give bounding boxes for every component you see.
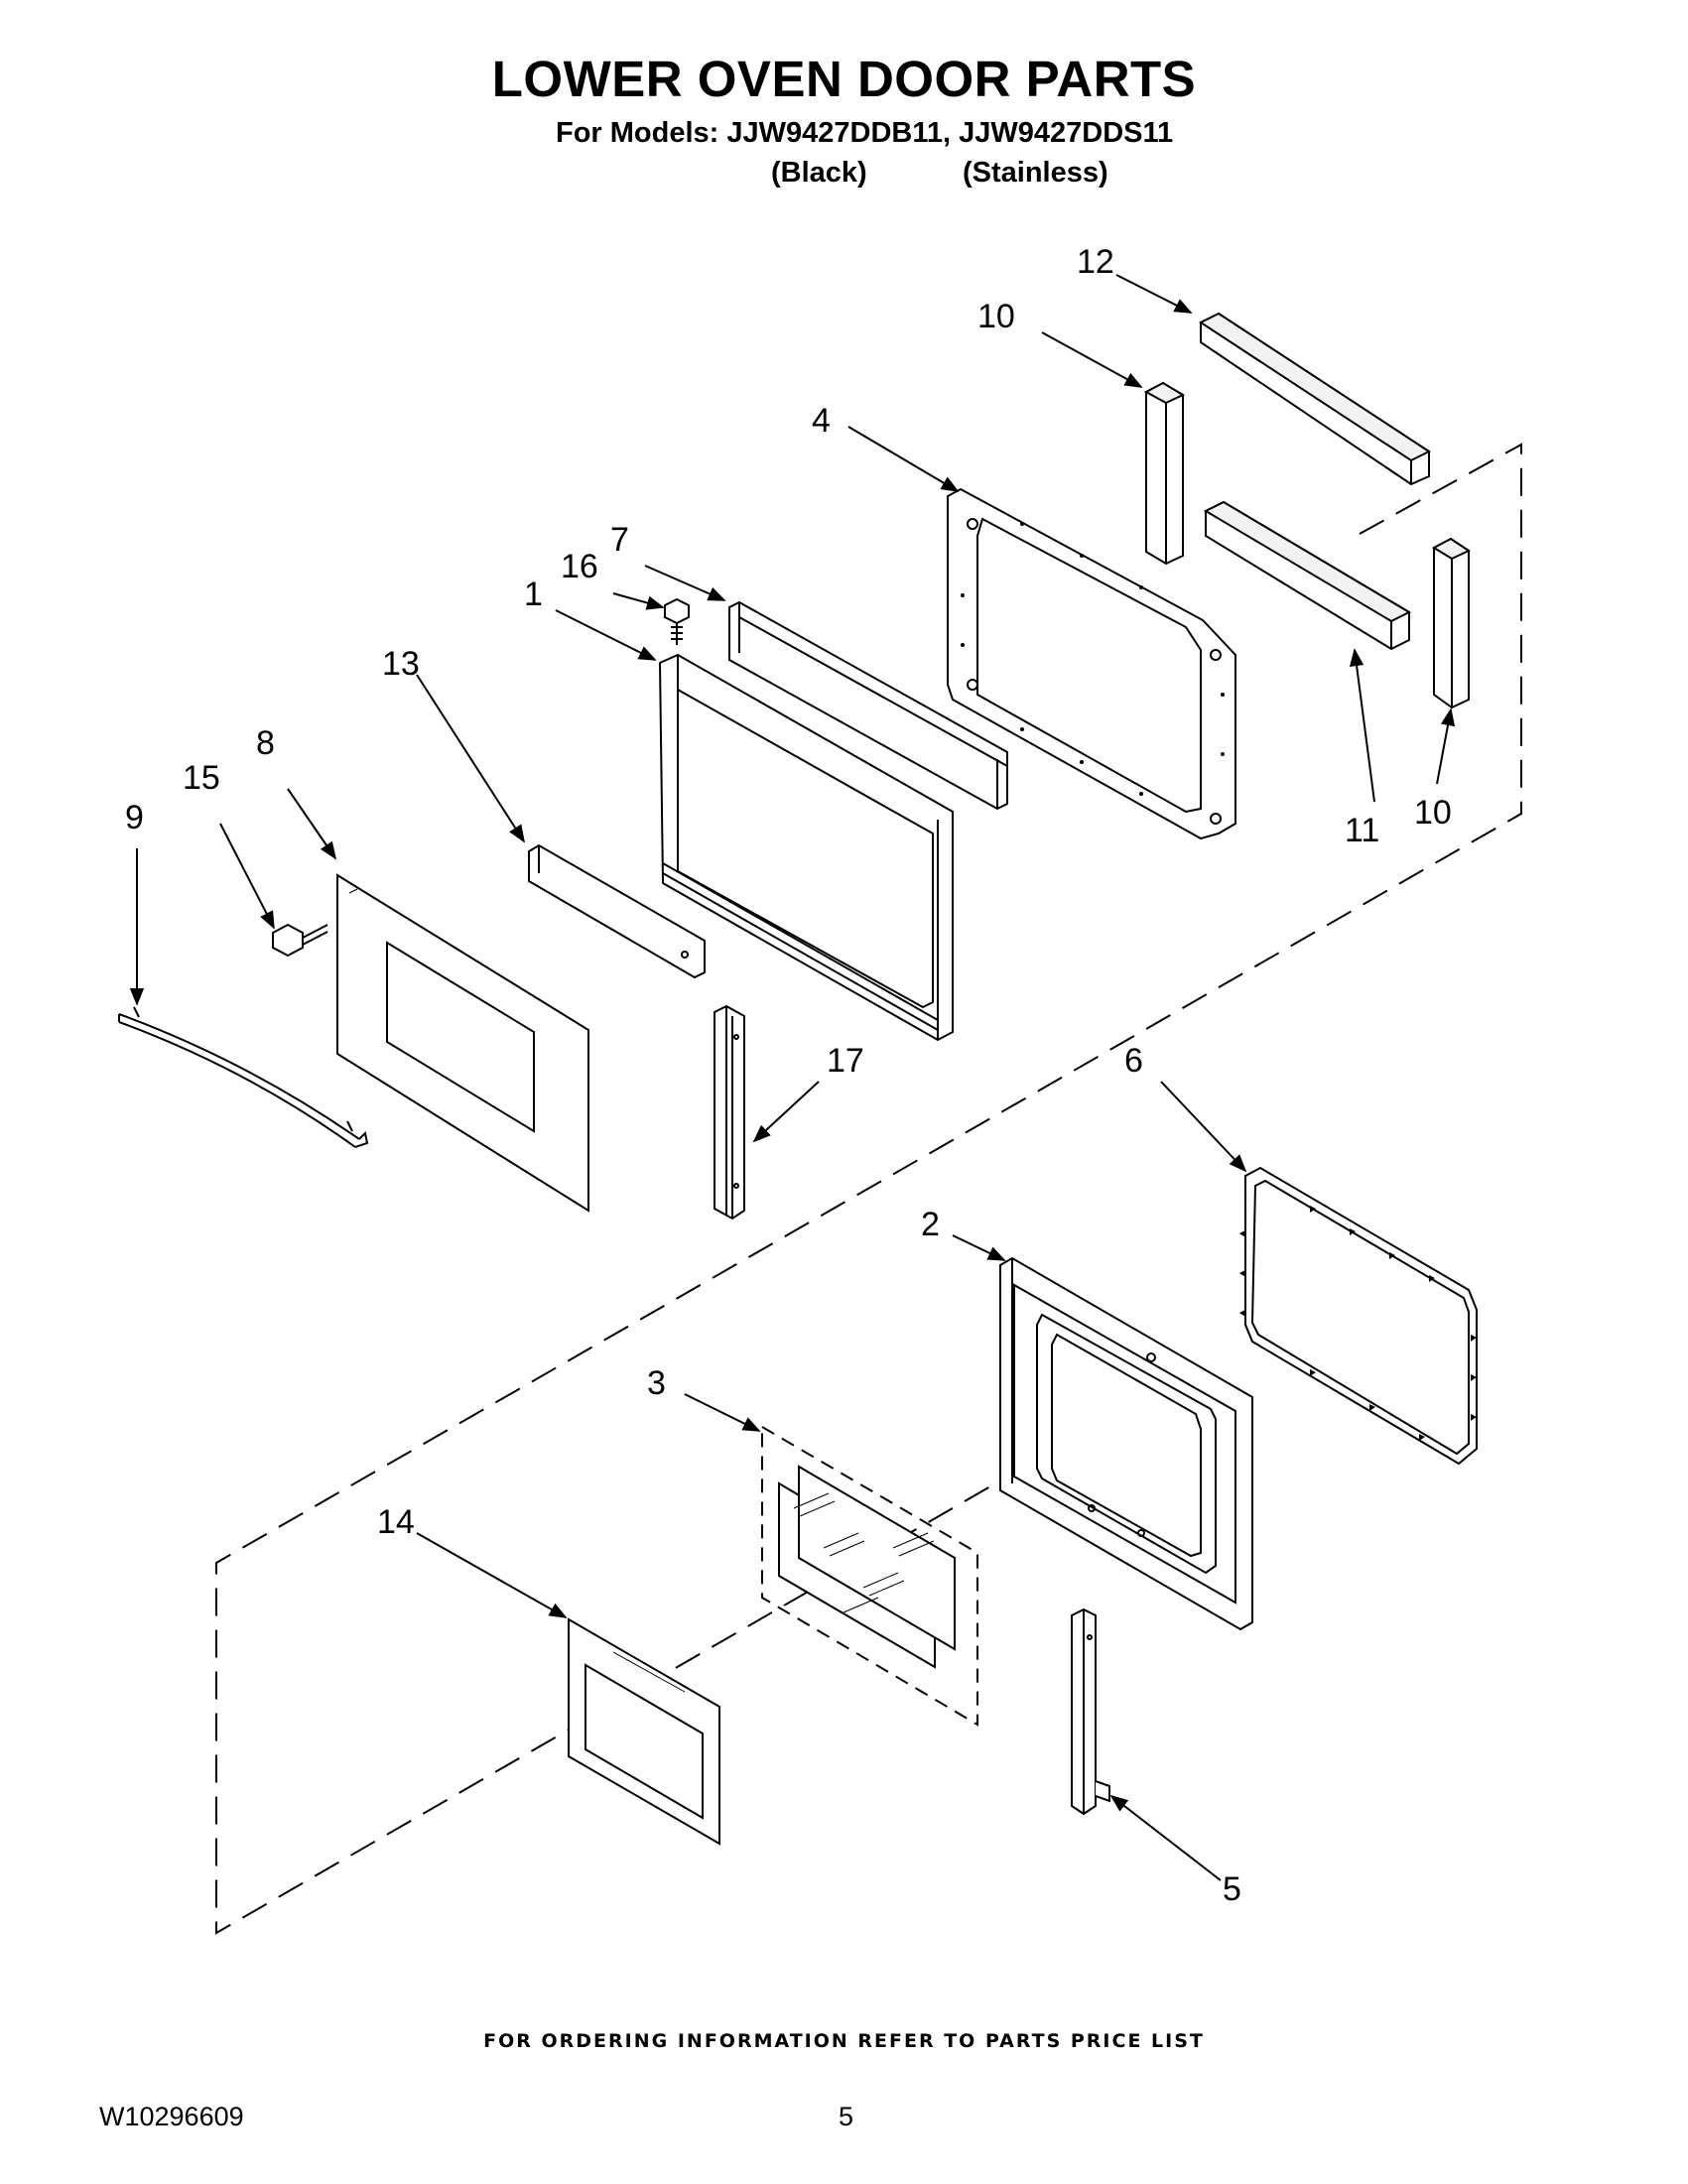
callout-6: 6 bbox=[1124, 1042, 1143, 1080]
callout-4: 4 bbox=[812, 402, 831, 440]
callout-13: 13 bbox=[382, 645, 420, 683]
part-13-bracket bbox=[528, 843, 706, 979]
callout-10b: 10 bbox=[1414, 794, 1452, 832]
callout-1: 1 bbox=[524, 576, 543, 613]
page-title: LOWER OVEN DOOR PARTS bbox=[491, 51, 1197, 107]
part-4-inner-door-panel bbox=[947, 487, 1236, 840]
part-2-door-liner bbox=[999, 1256, 1253, 1631]
part-11-horizontal-block bbox=[1203, 500, 1412, 651]
document-number: W10296609 bbox=[99, 2102, 244, 2131]
part-7-top-channel bbox=[728, 600, 1008, 811]
part-16-screw bbox=[664, 597, 690, 645]
callout-5: 5 bbox=[1223, 1870, 1241, 1908]
callout-3: 3 bbox=[647, 1364, 666, 1402]
models-line: For Models: JJW9427DDB11, JJW9427DDS11 bbox=[556, 117, 1174, 149]
callout-12: 12 bbox=[1077, 243, 1114, 281]
callout-7: 7 bbox=[610, 521, 629, 559]
part-5-hinge bbox=[1071, 1607, 1110, 1816]
callout-14: 14 bbox=[377, 1503, 415, 1541]
part-10-vertical-block-lower bbox=[1431, 537, 1472, 709]
callout-15: 15 bbox=[183, 759, 220, 797]
part-9-handle bbox=[118, 1006, 369, 1148]
variant-stainless-label: (Stainless) bbox=[963, 157, 1108, 189]
part-3-glass-pack bbox=[761, 1425, 978, 1727]
leader-arrows bbox=[129, 274, 1456, 1881]
part-8-outer-door-glass bbox=[336, 873, 589, 1213]
part-12-long-bar bbox=[1198, 312, 1432, 486]
part-15-screw bbox=[272, 923, 328, 958]
part-1-door-frame bbox=[658, 653, 954, 1042]
callout-2: 2 bbox=[921, 1206, 940, 1243]
part-10-vertical-block-upper bbox=[1143, 381, 1186, 566]
callout-11: 11 bbox=[1345, 812, 1379, 849]
assembly-boundary-dashed bbox=[215, 443, 1522, 1935]
part-17-vertical-channel bbox=[714, 1004, 745, 1220]
part-6-door-gasket bbox=[1239, 1166, 1478, 1466]
page-number: 5 bbox=[839, 2102, 854, 2131]
callout-8: 8 bbox=[256, 724, 275, 762]
variant-black-label: (Black) bbox=[771, 157, 867, 189]
callout-16: 16 bbox=[561, 548, 598, 585]
part-14-window-trim bbox=[568, 1617, 720, 1846]
callout-10a: 10 bbox=[977, 298, 1015, 335]
callout-17: 17 bbox=[827, 1042, 864, 1080]
ordering-info-note: FOR ORDERING INFORMATION REFER TO PARTS … bbox=[483, 2030, 1205, 2052]
callout-9: 9 bbox=[125, 799, 144, 836]
